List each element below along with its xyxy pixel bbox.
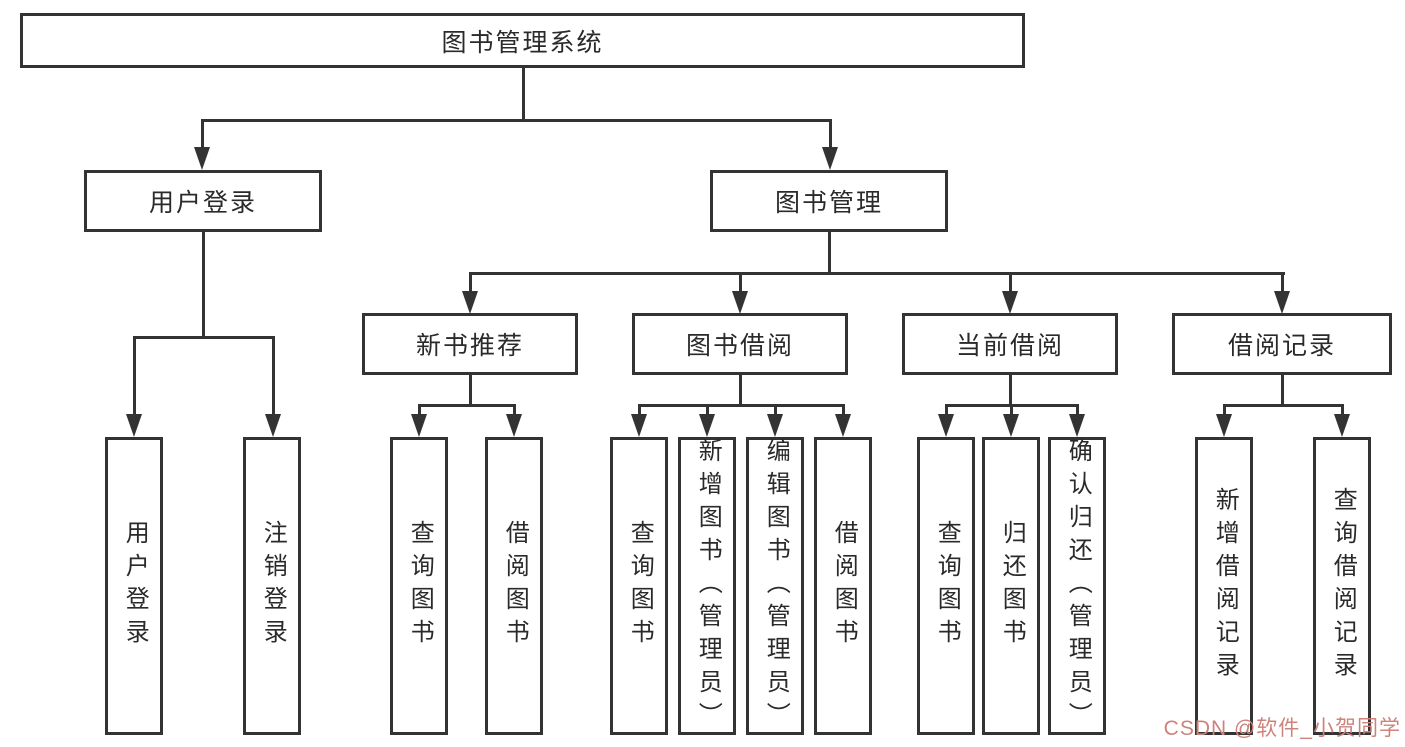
connector: [1009, 375, 1012, 407]
arrow-down-icon: [411, 414, 427, 437]
connector: [1223, 404, 1344, 407]
node-current-borrowing: 当前借阅: [902, 313, 1118, 375]
connector: [202, 232, 205, 339]
arrow-down-icon: [938, 414, 954, 437]
connector: [828, 232, 831, 275]
connector: [469, 272, 1285, 275]
arrow-down-icon: [506, 414, 522, 437]
connector: [842, 404, 845, 416]
connector: [1341, 404, 1344, 416]
watermark: CSDN @软件_小贺同学: [1163, 717, 1401, 740]
arrow-down-icon: [1216, 414, 1232, 437]
arrow-down-icon: [462, 291, 478, 314]
arrow-down-icon: [631, 414, 647, 437]
arrow-down-icon: [767, 414, 783, 437]
leaf-add-borrow-record: 新增借阅记录: [1195, 437, 1253, 735]
connector: [418, 404, 516, 407]
node-library-management-system: 图书管理系统: [20, 13, 1025, 68]
leaf-logout: 注销登录: [243, 437, 301, 735]
connector: [638, 404, 641, 416]
connector: [133, 336, 136, 416]
connector: [739, 272, 742, 294]
connector: [272, 336, 275, 416]
node-book-borrowing: 图书借阅: [632, 313, 848, 375]
node-book-management: 图书管理: [710, 170, 948, 232]
connector: [513, 404, 516, 416]
connector: [133, 336, 275, 339]
connector: [469, 272, 472, 294]
connector: [1223, 404, 1226, 416]
connector: [1009, 272, 1012, 294]
leaf-query-books-borrowing: 查询图书: [610, 437, 668, 735]
connector: [774, 404, 777, 416]
node-user-login: 用户登录: [84, 170, 322, 232]
leaf-borrow-books: 借阅图书: [814, 437, 872, 735]
arrow-down-icon: [265, 414, 281, 437]
connector: [1281, 375, 1284, 407]
arrow-down-icon: [835, 414, 851, 437]
leaf-query-books-current: 查询图书: [917, 437, 975, 735]
arrow-down-icon: [1334, 414, 1350, 437]
connector: [522, 68, 525, 122]
arrow-down-icon: [732, 291, 748, 314]
leaf-add-books-admin: 新增图书（管理员）: [678, 437, 736, 735]
connector: [418, 404, 421, 416]
arrow-down-icon: [1002, 291, 1018, 314]
leaf-query-borrow-record: 查询借阅记录: [1313, 437, 1371, 735]
connector: [706, 404, 709, 416]
arrow-down-icon: [126, 414, 142, 437]
arrow-down-icon: [1003, 414, 1019, 437]
arrow-down-icon: [822, 147, 838, 170]
connector: [829, 119, 832, 150]
leaf-user-login: 用户登录: [105, 437, 163, 735]
connector: [1281, 272, 1284, 294]
leaf-query-books-recommend: 查询图书: [390, 437, 448, 735]
node-new-book-recommend: 新书推荐: [362, 313, 578, 375]
connector: [469, 375, 472, 407]
leaf-return-books: 归还图书: [982, 437, 1040, 735]
connector: [638, 404, 845, 407]
leaf-borrow-books-recommend: 借阅图书: [485, 437, 543, 735]
node-borrowing-records: 借阅记录: [1172, 313, 1392, 375]
leaf-edit-books-admin: 编辑图书（管理员）: [746, 437, 804, 735]
connector: [201, 119, 204, 150]
connector: [1010, 404, 1013, 416]
connector: [201, 119, 832, 122]
connector: [945, 404, 948, 416]
arrow-down-icon: [1274, 291, 1290, 314]
arrow-down-icon: [699, 414, 715, 437]
leaf-confirm-return-admin: 确认归还（管理员）: [1048, 437, 1106, 735]
connector: [739, 375, 742, 407]
connector: [1076, 404, 1079, 416]
arrow-down-icon: [1069, 414, 1085, 437]
arrow-down-icon: [194, 147, 210, 170]
